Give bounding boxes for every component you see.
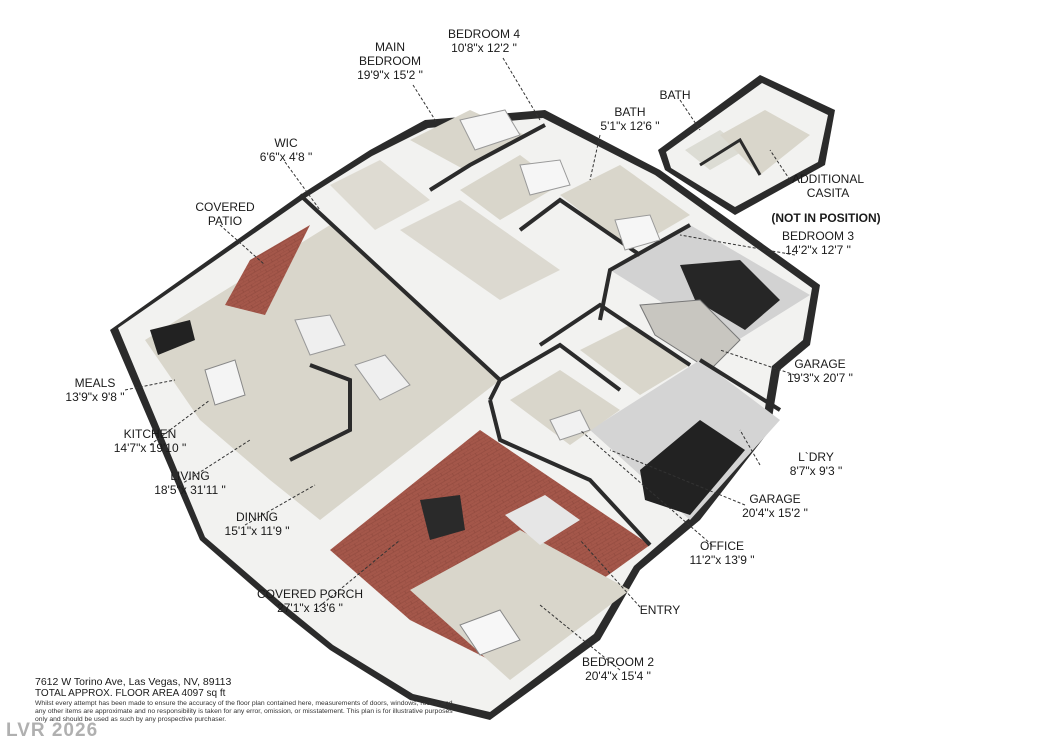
garage-1-floor xyxy=(610,225,810,371)
label-garage-2: GARAGE 20'4"x 15'2 " xyxy=(742,492,808,520)
label-bedroom-3: BEDROOM 3 14'2"x 12'7 " xyxy=(781,229,855,257)
label-bath: BATH 5'1"x 12'6 " xyxy=(600,105,660,133)
living-floor xyxy=(145,225,500,520)
leader-lines xyxy=(124,57,796,671)
disclaimer-text: Whilst every attempt has been made to en… xyxy=(35,700,453,723)
label-laundry: L`DRY 8'7"x 9'3 " xyxy=(789,450,843,478)
garage-2-floor xyxy=(580,325,780,520)
bedroom-wing-floor xyxy=(330,110,690,300)
interior-walls xyxy=(289,123,782,547)
label-bedroom-4: BEDROOM 4 10'8"x 12'2 " xyxy=(447,27,521,55)
label-entry: ENTRY xyxy=(639,603,681,617)
furniture xyxy=(150,109,661,441)
label-wic: WIC 6'6"x 4'8 " xyxy=(259,136,313,164)
plan-footer: 7612 W Torino Ave, Las Vegas, NV, 89113 … xyxy=(35,677,465,724)
label-office: OFFICE 11'2"x 13'9 " xyxy=(689,539,755,567)
casita-block xyxy=(658,75,835,215)
label-meals: MEALS 13'9"x 9'8 " xyxy=(65,376,125,404)
label-dining: DINING 15'1"x 11'9 " xyxy=(224,510,290,538)
floor-area-text: TOTAL APPROX. FLOOR AREA 4097 sq ft xyxy=(35,688,226,699)
office-floor xyxy=(510,370,620,445)
label-garage-1: GARAGE 19'3"x 20'7 " xyxy=(787,357,853,385)
label-casita-bath: BATH xyxy=(659,88,691,102)
label-main-bedroom: MAIN BEDROOM 19'9"x 15'2 " xyxy=(357,40,423,82)
label-living: LIVING 18'5"x 31'11 " xyxy=(154,469,226,497)
label-covered-porch: COVERED PORCH 27'1"x 13'6 " xyxy=(256,587,364,615)
label-casita: ADDITIONAL CASITA xyxy=(791,172,865,200)
label-casita-note: (NOT IN POSITION) xyxy=(771,211,881,225)
lvr-watermark: LVR 2026 xyxy=(6,720,99,741)
label-covered-patio: COVERED PATIO xyxy=(195,200,255,228)
address-text: 7612 W Torino Ave, Las Vegas, NV, 89113 xyxy=(35,676,232,688)
label-bedroom-2: BEDROOM 2 20'4"x 15'4 " xyxy=(581,655,655,683)
label-kitchen: KITCHEN 14'7"x 19'10 " xyxy=(113,427,187,455)
bedroom-2-floor xyxy=(410,495,630,680)
